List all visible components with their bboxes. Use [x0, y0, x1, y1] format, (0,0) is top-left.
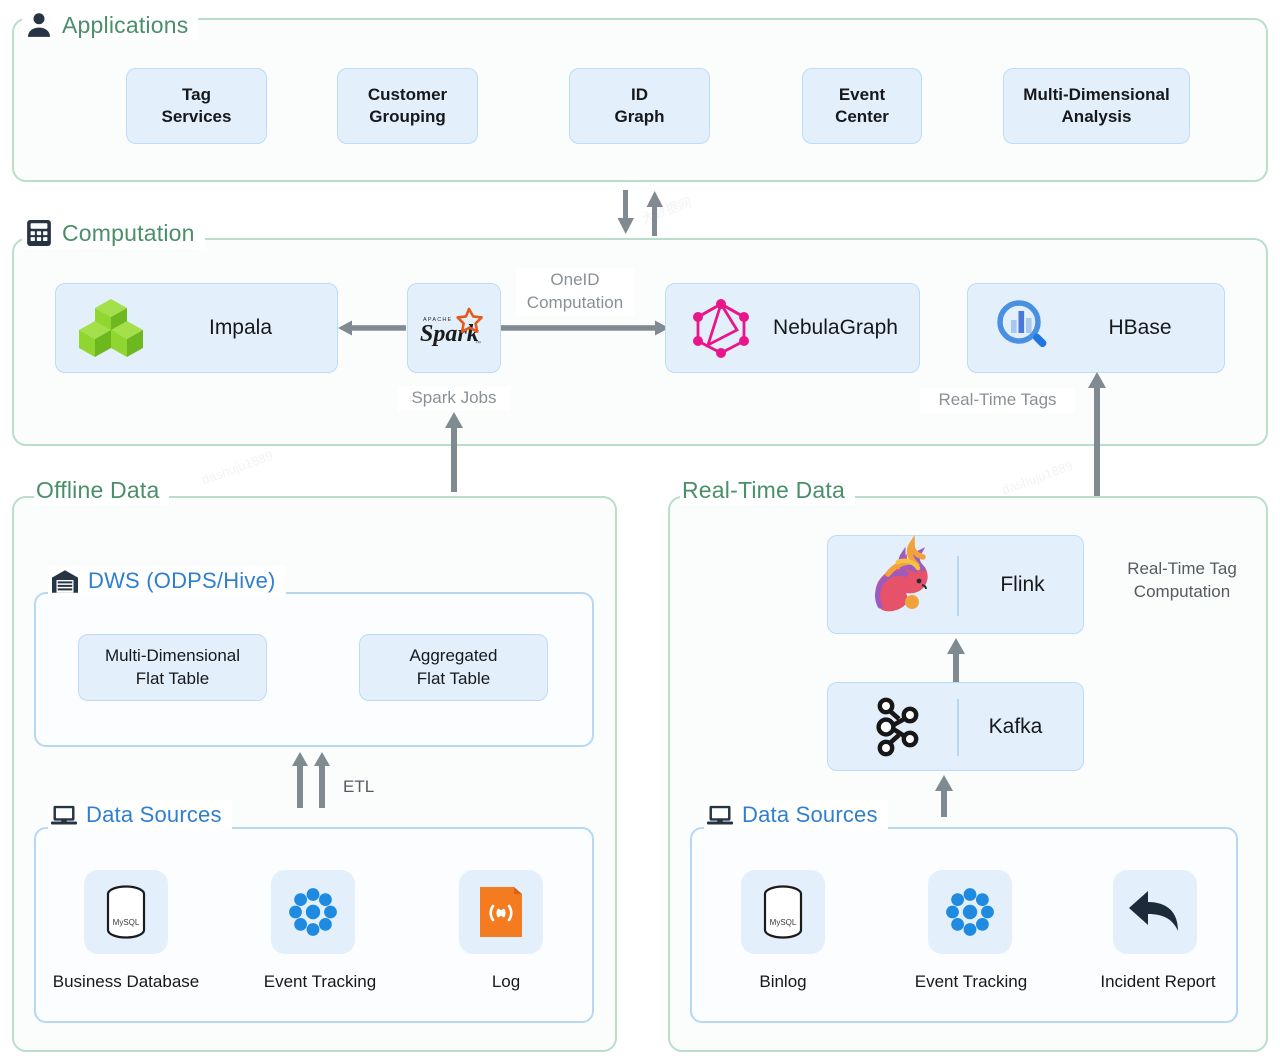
- source-caption-event-tracking-rt: Event Tracking: [914, 972, 1028, 991]
- computation-section-label: Computation: [22, 217, 205, 249]
- dws-table-line2: Flat Table: [416, 668, 491, 688]
- flink-squirrel-icon: [864, 534, 938, 618]
- realtime-node-kafka[interactable]: Kafka: [827, 682, 1084, 771]
- arrow-spark-to-impala: [338, 319, 406, 337]
- laptop-icon: [706, 801, 734, 829]
- svg-text:MySQL: MySQL: [770, 918, 797, 927]
- nebulagraph-icon: [690, 297, 752, 359]
- applications-section-label: Applications: [22, 10, 199, 40]
- source-caption-log: Log: [491, 972, 521, 991]
- app-label-line1: Customer: [367, 84, 448, 104]
- arrow-flink-to-hbase: [1087, 372, 1107, 527]
- reply-arrow-icon: [1129, 891, 1178, 931]
- arrow-etl-double: [292, 752, 338, 808]
- computation-node-impala[interactable]: Impala: [55, 283, 338, 373]
- dws-table-aggregated[interactable]: Aggregated Flat Table: [359, 634, 548, 701]
- mysql-icon: MySQL: [763, 885, 803, 939]
- kafka-icon: [870, 696, 924, 758]
- realtime-node-flink[interactable]: Flink: [827, 534, 1084, 634]
- caption-spark-jobs: Spark Jobs: [398, 386, 510, 411]
- hbase-label: HBase: [1108, 316, 1172, 340]
- app-box-customer-grouping[interactable]: Customer Grouping: [337, 68, 478, 144]
- dws-table-multi-dimensional[interactable]: Multi-Dimensional Flat Table: [78, 634, 267, 701]
- caption-etl: ETL: [343, 777, 375, 796]
- log-book-icon: [480, 887, 522, 937]
- app-label-line1: ID: [631, 84, 648, 104]
- laptop-icon: [50, 801, 78, 829]
- source-tile-log[interactable]: [459, 870, 543, 954]
- app-label-line2: Grouping: [369, 107, 446, 126]
- dws-subsection-label: DWS (ODPS/Hive): [48, 566, 286, 596]
- realtime-data-sources-label: Data Sources: [704, 800, 888, 830]
- flink-label: Flink: [1000, 572, 1045, 596]
- app-box-id-graph[interactable]: ID Graph: [569, 68, 710, 144]
- apps-computation-bidirectional-arrows: [612, 190, 672, 236]
- kafka-divider: [957, 699, 959, 756]
- dws-table-line2: Flat Table: [135, 668, 210, 688]
- app-box-event-center[interactable]: Event Center: [802, 68, 922, 144]
- impala-cubes-icon: [78, 297, 144, 359]
- dws-table-line1: Aggregated: [409, 646, 498, 666]
- arrow-spark-to-nebulagraph: [501, 319, 669, 337]
- svg-text:™: ™: [475, 340, 481, 347]
- offline-data-title: Offline Data: [36, 476, 160, 503]
- arrow-kafka-to-flink: [946, 638, 966, 684]
- app-label-line1: Tag: [182, 84, 211, 104]
- dws-title: DWS (ODPS/Hive): [88, 568, 276, 593]
- source-tile-business-database[interactable]: MySQL: [84, 870, 168, 954]
- app-label-line1: Event: [838, 84, 886, 104]
- app-label-line2: Services: [161, 107, 232, 126]
- computation-node-hbase[interactable]: HBase: [967, 283, 1225, 373]
- app-label-line2: Center: [835, 107, 889, 126]
- calculator-icon: [24, 218, 54, 248]
- realtime-sources-title: Data Sources: [742, 802, 878, 827]
- realtime-data-section-label: Real-Time Data: [680, 475, 855, 505]
- mysql-icon: MySQL: [106, 885, 146, 939]
- arrow-sources-to-kafka: [934, 775, 954, 817]
- offline-data-sources-label: Data Sources: [48, 800, 232, 830]
- caption-oneid-computation: OneID Computation: [516, 268, 634, 316]
- hbase-magnifier-icon: [992, 296, 1056, 360]
- source-tile-incident-report[interactable]: [1113, 870, 1197, 954]
- source-caption-binlog: Binlog: [759, 972, 807, 991]
- app-label-line2: Graph: [614, 107, 665, 126]
- person-icon: [24, 10, 54, 40]
- computation-node-nebulagraph[interactable]: NebulaGraph: [665, 283, 920, 373]
- source-tile-binlog[interactable]: MySQL: [741, 870, 825, 954]
- watermark: dashuju1889: [199, 447, 275, 488]
- event-tracking-icon: [289, 888, 337, 936]
- impala-label: Impala: [208, 316, 273, 340]
- app-label-line1: Multi-Dimensional: [1023, 84, 1170, 104]
- computation-title: Computation: [62, 219, 195, 246]
- svg-text:Spark: Spark: [420, 321, 479, 347]
- warehouse-icon: [50, 566, 80, 596]
- source-caption-event-tracking: Event Tracking: [263, 972, 377, 991]
- computation-node-spark[interactable]: APACHE Spark ™: [407, 283, 501, 373]
- app-box-multi-dimensional-analysis[interactable]: Multi-Dimensional Analysis: [1003, 68, 1190, 144]
- applications-title: Applications: [62, 11, 189, 38]
- svg-text:MySQL: MySQL: [113, 918, 140, 927]
- watermark: dashuju1889: [999, 457, 1075, 498]
- caption-realtime-tags: Real-Time Tags: [920, 388, 1075, 413]
- app-box-tag-services[interactable]: Tag Services: [126, 68, 267, 144]
- offline-data-section-label: Offline Data: [34, 475, 170, 505]
- nebulagraph-label: NebulaGraph: [773, 316, 898, 340]
- svg-text:APACHE: APACHE: [423, 317, 452, 323]
- source-tile-event-tracking[interactable]: [271, 870, 355, 954]
- realtime-data-title: Real-Time Data: [682, 476, 845, 503]
- app-label-line2: Analysis: [1061, 107, 1132, 126]
- caption-realtime-tag-computation: Real-Time Tag Computation: [1127, 559, 1237, 601]
- flink-divider: [957, 556, 959, 616]
- offline-sources-title: Data Sources: [86, 802, 222, 827]
- source-tile-event-tracking-rt[interactable]: [928, 870, 1012, 954]
- dws-table-line1: Multi-Dimensional: [104, 646, 241, 666]
- event-tracking-icon: [946, 888, 994, 936]
- kafka-label: Kafka: [988, 714, 1043, 738]
- arrow-dws-to-spark: [444, 412, 464, 492]
- spark-logo-icon: APACHE Spark ™: [417, 305, 491, 351]
- source-caption-incident-report: Incident Report: [1100, 972, 1216, 991]
- source-caption-business-database: Business Database: [52, 972, 200, 991]
